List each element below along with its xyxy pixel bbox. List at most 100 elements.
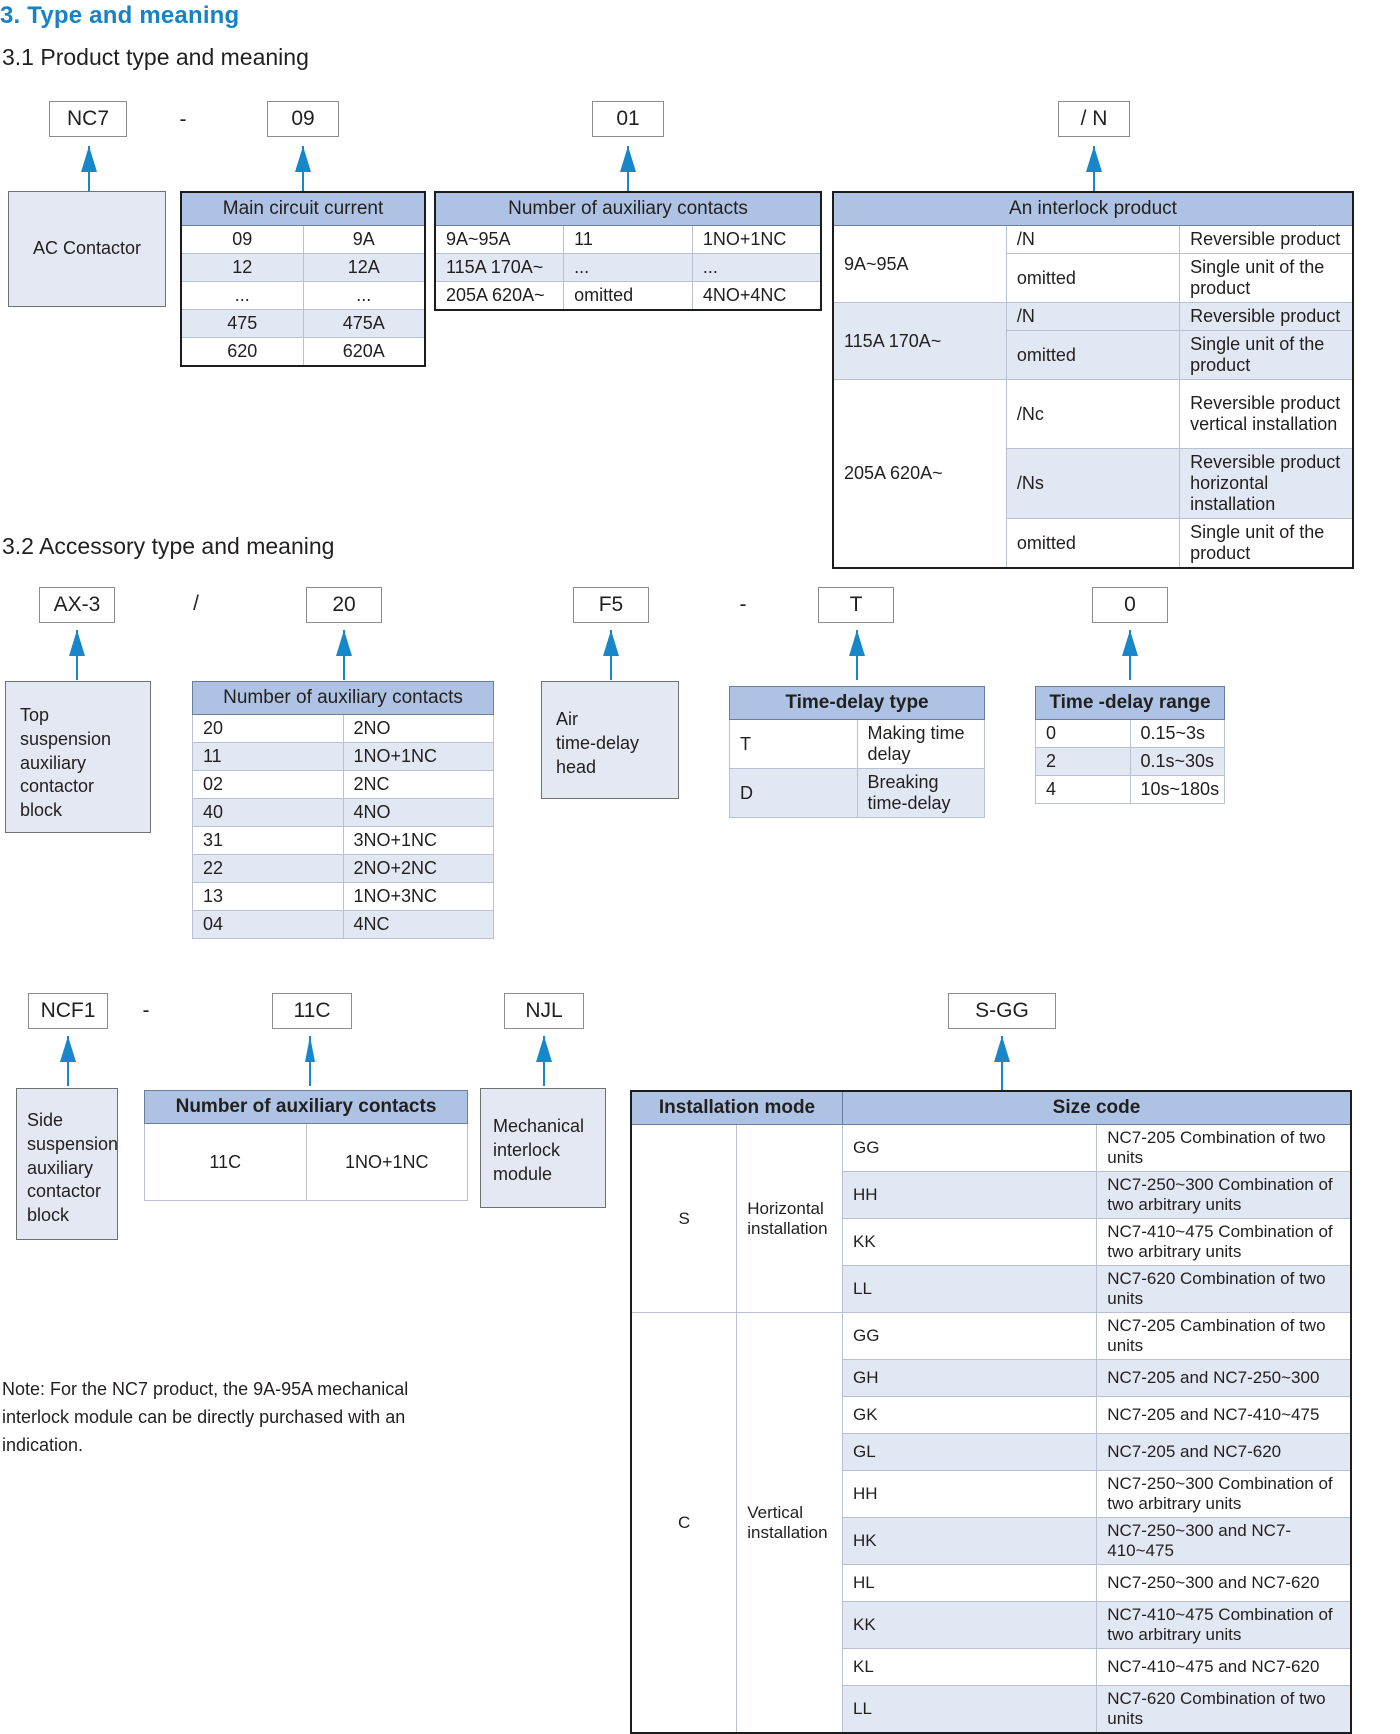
footer-note: Note: For the NC7 product, the 9A-95A me… [2,1379,409,1455]
cell-value: 620A [302,337,426,367]
cell-meaning: 10s~180s [1129,775,1225,804]
cell-size-desc: NC7-205 Combination of two units [1096,1124,1352,1172]
cell-code: T [729,719,858,769]
cell-size-desc: NC7-205 Cambination of two units [1096,1312,1352,1360]
arrow-to-ac-contactor [80,146,98,191]
code-box-11c: 11C [272,993,352,1029]
interlock-header: An interlock product [832,191,1354,226]
cell-range: 205A 620A~ [434,281,565,311]
cell-code: 04 [192,910,344,939]
installation-size-table: Installation mode Size code S Horizontal… [630,1090,1352,1734]
table-row: /Ns Reversible product horizontal instal… [833,448,1354,519]
cell-size-desc: NC7-410~475 Combination of two arbitrary… [1096,1218,1352,1266]
cell-code: 2 [1035,747,1131,776]
main-circuit-header: Main circuit current [180,191,426,226]
cell-size-desc: NC7-250~300 Combination of two arbitrary… [1096,1470,1352,1518]
code-box-nc7: NC7 [49,101,127,137]
page-title: 3. Type and meaning [0,2,240,29]
installation-mode-header: Installation mode [630,1090,843,1125]
cell-code: omitted [563,281,693,311]
cell-code: 12 [180,253,304,282]
cell-meaning: 1NO+3NC [342,882,494,911]
arrow-to-interlock [1085,146,1103,191]
ac-contactor-box: AC Contactor [8,191,166,307]
document-page: 3. Type and meaning 3.1 Product type and… [0,2,1354,1734]
cell-size-code: GG [841,1124,1098,1172]
cell-size-desc: NC7-250~300 and NC7-620 [1096,1564,1352,1602]
air-time-delay-head-block: Air time-delay head [541,681,679,799]
code-box-ax3: AX-3 [39,587,115,623]
cell-size-desc: NC7-620 Combination of two units [1096,1265,1352,1313]
cell-range: 9A~95A [434,225,565,254]
cell-meaning: 1NO+1NC [342,742,494,771]
cell-size-desc: NC7-205 and NC7-410~475 [1096,1396,1352,1434]
code-box-20: 20 [306,587,382,623]
cell-code: ... [180,281,304,310]
side-suspension-block: Side suspension auxiliary contactor bloc… [16,1088,118,1240]
code-box-f5: F5 [573,587,649,623]
code-separator-dash-2: - [739,593,747,616]
cell-meaning: 1NO+1NC [305,1123,468,1201]
cell-meaning: Reversible product [1179,302,1354,331]
code-box-ncf1: NCF1 [28,993,108,1029]
cell-code: 31 [192,826,344,855]
cell-size-code: HH [841,1171,1098,1219]
top-suspension-block: Top suspension auxiliary contactor block [5,681,151,833]
cell-size-desc: NC7-410~475 Combination of two arbitrary… [1096,1601,1352,1649]
cell-size-code: GL [841,1433,1098,1471]
cell-value: 9A [302,225,426,254]
cell-code: /N [1005,225,1181,254]
arrow-to-mech-block [535,1036,553,1086]
table-row: 205A 620A~ /Nc Reversible product vertic… [832,379,1354,569]
cell-mode-letter: S [630,1124,738,1313]
cell-code: omitted [1005,518,1181,569]
code-box-slash-n: / N [1058,101,1130,137]
cell-meaning: 2NO+2NC [342,854,494,883]
cell-size-desc: NC7-250~300 Combination of two arbitrary… [1096,1171,1352,1219]
cell-size-code: GG [841,1312,1098,1360]
cell-meaning: ... [691,253,822,282]
cell-meaning: 2NO [342,714,494,743]
cell-code: 11C [144,1123,307,1201]
cell-meaning: 3NO+1NC [342,826,494,855]
cell-meaning: Reversible product horizontal installati… [1179,448,1354,519]
arrow-to-side-block [59,1036,77,1086]
cell-meaning: 2NC [342,770,494,799]
arrow-to-time-delay-type [848,630,866,680]
cell-code: 13 [192,882,344,911]
cell-meaning: 4NC [342,910,494,939]
cell-size-code: HK [841,1517,1098,1565]
cell-size-code: LL [841,1265,1098,1313]
cell-value: 475A [302,309,426,338]
cell-code: ... [563,253,693,282]
arrow-to-aux-contacts-ncf1 [303,1036,317,1086]
cell-size-code: KL [841,1648,1098,1686]
cell-size-desc: NC7-205 and NC7-620 [1096,1433,1352,1471]
cell-mode-letter: C [630,1312,738,1734]
code-box-njl: NJL [504,993,584,1029]
cell-range: 115A 170A~ [832,302,1007,380]
code-box-09: 09 [267,101,339,137]
subsection-3-2-title: 3.2 Accessory type and meaning [2,533,335,559]
cell-mode-name: Horizontal installation [736,1124,843,1313]
cell-size-code: KK [841,1218,1098,1266]
